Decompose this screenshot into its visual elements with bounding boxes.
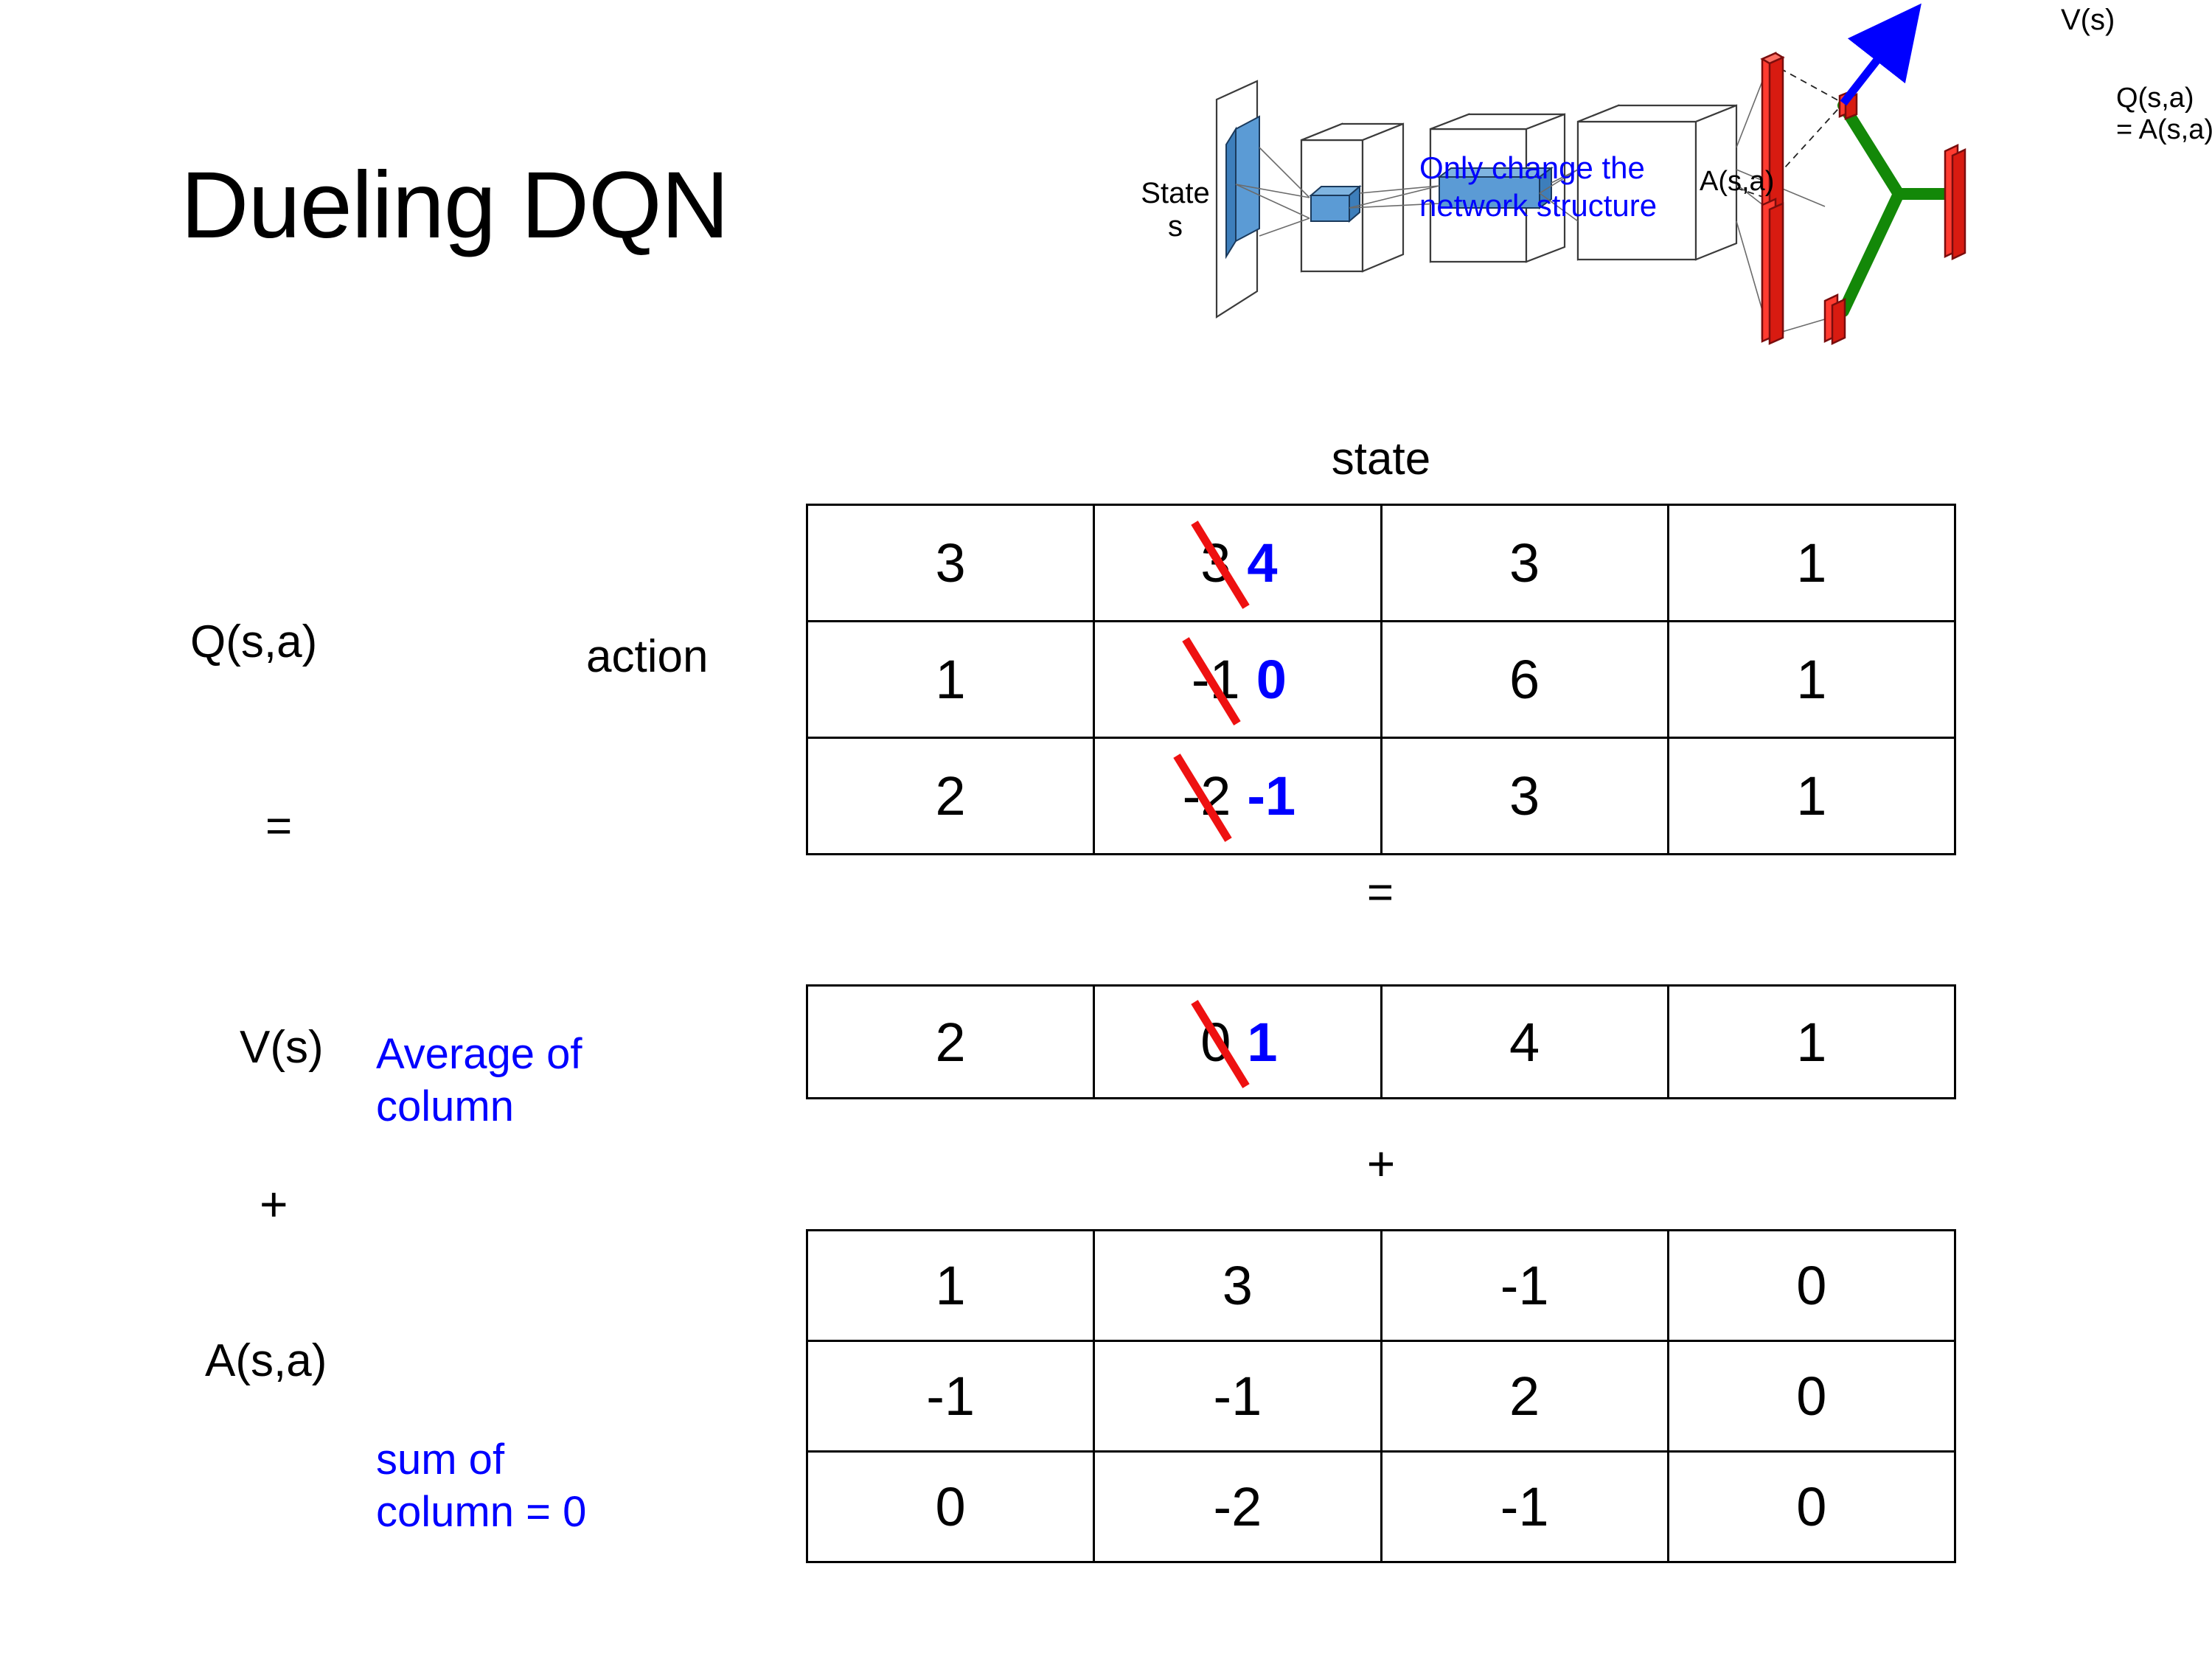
plus-sign-2: + bbox=[1366, 1136, 1396, 1191]
cell-r2-c4: 1 bbox=[1666, 620, 1957, 739]
struck-value: -2 bbox=[1172, 754, 1234, 842]
equals-sign-1: = bbox=[265, 801, 294, 852]
network-architecture-diagram: State s V(s) Q(s,a) = A(s,a)+V(s) A(s,a)… bbox=[1106, 0, 2212, 413]
v-function-label: V(s) bbox=[240, 1022, 324, 1073]
equals-sign-2: = bbox=[1366, 867, 1396, 918]
cell-r1-c1: 3 bbox=[805, 504, 1096, 622]
cell-r2-c3: 6 bbox=[1380, 620, 1669, 739]
corrected-value: 0 bbox=[1256, 649, 1287, 710]
diagram-q-label: Q(s,a) = A(s,a)+V(s) bbox=[2116, 83, 2212, 145]
note-average-of-column: Average of column bbox=[376, 1030, 582, 1130]
cell-r1-c3: -1 bbox=[1380, 1229, 1669, 1342]
cell-r2-c1: -1 bbox=[805, 1340, 1096, 1453]
cell-r3-c2: -2 bbox=[1093, 1450, 1382, 1563]
cell-r2-c3: 2 bbox=[1380, 1340, 1669, 1453]
cell-r1-c4: 1 bbox=[1666, 984, 1957, 1099]
page-title: Dueling DQN bbox=[181, 153, 729, 258]
struck-value: -1 bbox=[1182, 637, 1243, 726]
cell-r1-c2: 3 bbox=[1093, 1229, 1382, 1342]
cell-r1-c3: 4 bbox=[1380, 984, 1669, 1099]
diagram-note: Only change the network structure bbox=[1419, 150, 1658, 223]
corrected-value: -1 bbox=[1247, 765, 1296, 827]
struck-value: 0 bbox=[1191, 999, 1250, 1088]
corrected-value: 1 bbox=[1247, 1011, 1278, 1073]
cell-r1-c1: 2 bbox=[805, 984, 1096, 1099]
note-sum-of-column: sum of column = 0 bbox=[376, 1436, 587, 1536]
cell-r3-c1: 0 bbox=[805, 1450, 1096, 1563]
cell-r1-c4: 1 bbox=[1666, 504, 1957, 622]
cell-r2-c2: -1 bbox=[1093, 1340, 1382, 1453]
cell-r3-c3: -1 bbox=[1380, 1450, 1669, 1563]
strikethrough-icon bbox=[1182, 637, 1241, 726]
cell-r3-c3: 3 bbox=[1380, 737, 1669, 855]
cell-r3-c1: 2 bbox=[805, 737, 1096, 855]
q-function-label: Q(s,a) bbox=[190, 616, 318, 667]
cell-r2-c4: 0 bbox=[1666, 1340, 1957, 1453]
cell-r3-c4: 1 bbox=[1666, 737, 1957, 855]
state-axis-label: state bbox=[1331, 434, 1431, 484]
cell-r1-c4: 0 bbox=[1666, 1229, 1957, 1342]
cell-r3-c2: -2-1 bbox=[1093, 737, 1382, 855]
action-axis-label: action bbox=[586, 631, 709, 682]
cell-r1-c1: 1 bbox=[805, 1229, 1096, 1342]
cell-r3-c4: 0 bbox=[1666, 1450, 1957, 1563]
cell-r1-c3: 3 bbox=[1380, 504, 1669, 622]
struck-value: 3 bbox=[1191, 521, 1250, 609]
diagram-v-label: V(s) bbox=[2061, 4, 2115, 36]
a-function-label: A(s,a) bbox=[205, 1335, 327, 1386]
plus-sign-1: + bbox=[260, 1177, 288, 1231]
strikethrough-icon bbox=[1172, 754, 1232, 842]
corrected-value: 4 bbox=[1247, 532, 1278, 594]
diagram-state-label: State s bbox=[1141, 177, 1210, 243]
cell-r2-c1: 1 bbox=[805, 620, 1096, 739]
diagram-a-label: A(s,a) bbox=[1700, 166, 1775, 197]
